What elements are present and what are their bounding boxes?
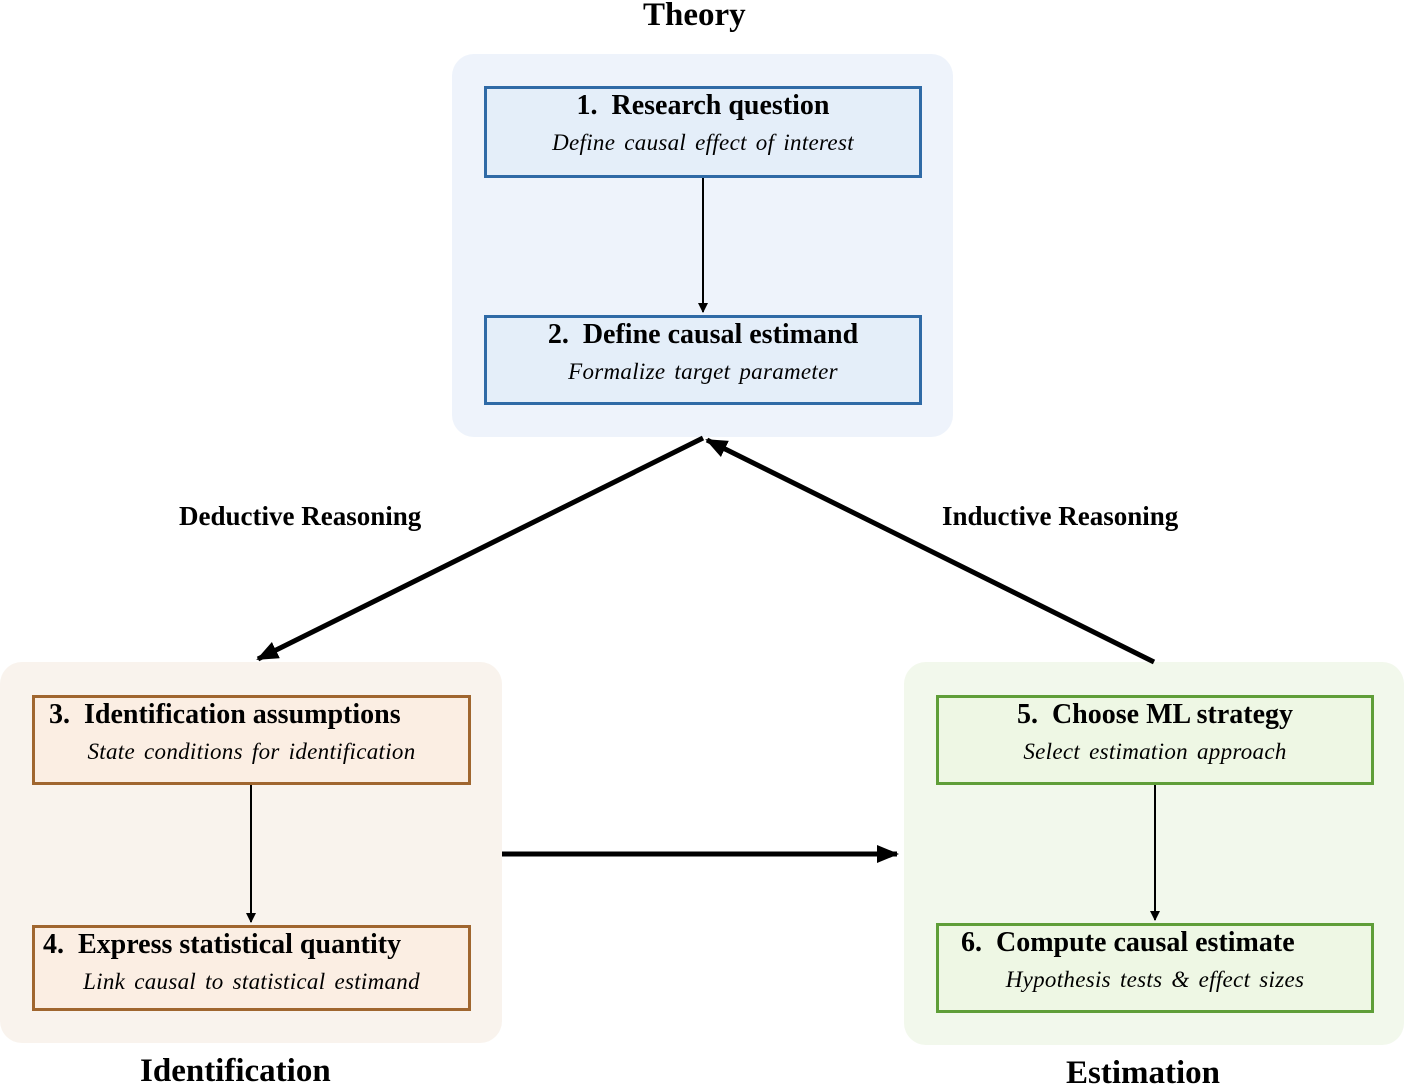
step-subtitle: Define causal effect of interest [552, 130, 854, 155]
deductive-reasoning-label: Deductive Reasoning [179, 501, 422, 531]
section-label-theory: Theory [643, 0, 746, 33]
step-express-statistical-quantity: 4. Express statistical quantity Link cau… [32, 925, 471, 1011]
inductive-reasoning-label: Inductive Reasoning [942, 501, 1179, 531]
step-title: 4. Express statistical quantity [43, 929, 402, 960]
step-subtitle: Select estimation approach [1023, 739, 1287, 764]
step-define-causal-estimand: 2. Define causal estimand Formalize targ… [484, 315, 922, 405]
step-title: 1. Research question [576, 90, 830, 121]
section-label-estimation: Estimation [1066, 1055, 1221, 1091]
step-title: 2. Define causal estimand [547, 319, 859, 350]
step-title: 3. Identification assumptions [49, 699, 401, 730]
section-label-identification: Identification [140, 1053, 331, 1089]
arrow-inductive-reasoning [705, 437, 1156, 665]
step-title: 5. Choose ML strategy [1016, 699, 1294, 730]
step-subtitle: Formalize target parameter [568, 359, 838, 384]
step-research-question: 1. Research question Define causal effec… [484, 86, 922, 178]
step-subtitle: Link causal to statistical estimand [83, 969, 420, 994]
step-subtitle: State conditions for identification [87, 739, 416, 764]
step-subtitle: Hypothesis tests & effect sizes [1005, 967, 1305, 992]
step-choose-ml-strategy: 5. Choose ML strategy Select estimation … [936, 695, 1374, 785]
arrow-deductive-reasoning [256, 435, 705, 662]
step-title: 6. Compute causal estimate [961, 927, 1295, 958]
step-compute-causal-estimate: 6. Compute causal estimate Hypothesis te… [936, 923, 1374, 1013]
step-identification-assumptions: 3. Identification assumptions State cond… [32, 695, 471, 785]
